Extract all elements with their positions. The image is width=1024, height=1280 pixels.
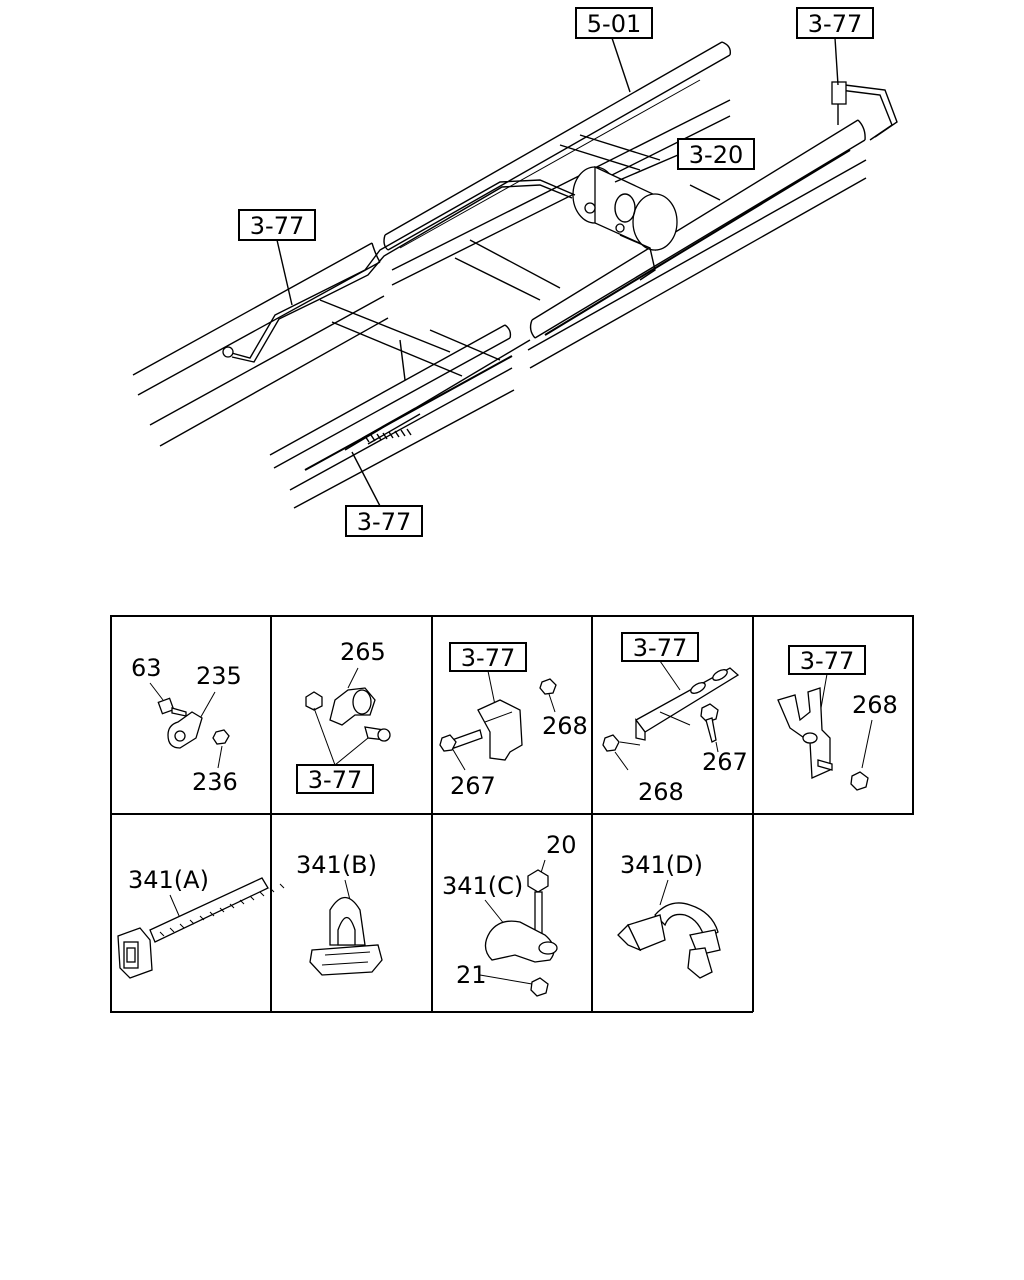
detail-ref-3-77-cell3: 3-77 — [461, 644, 515, 672]
detail-cell-7: 341(B) — [296, 851, 383, 976]
callout-3-77-left-label: 3-77 — [250, 212, 304, 240]
detail-ref-3-77-cell4: 3-77 — [633, 634, 687, 662]
detail-cell-3: 3-77 268 267 — [439, 642, 588, 800]
detail-cell-4: 3-77 267 268 — [602, 632, 748, 806]
detail-cell-2: 265 3-77 — [296, 638, 391, 794]
air-tank-drawing — [572, 165, 678, 252]
part-label-267-cell4: 267 — [702, 748, 748, 776]
part-label-268-cell5: 268 — [852, 691, 898, 719]
part-label-341a: 341(A) — [128, 866, 209, 894]
part-label-268-cell3: 268 — [542, 712, 588, 740]
part-label-341c: 341(C) — [442, 872, 523, 900]
part-label-268-cell4: 268 — [638, 778, 684, 806]
callout-3-77-bottom-label: 3-77 — [357, 508, 411, 536]
part-label-265: 265 — [340, 638, 386, 666]
part-label-20: 20 — [546, 831, 577, 859]
callout-3-20: 3-20 — [614, 138, 755, 183]
detail-cell-5: 3-77 268 — [777, 645, 898, 791]
callout-3-77-top-right-label: 3-77 — [808, 10, 862, 38]
detail-cell-1: 63 235 236 — [131, 654, 242, 796]
detail-ref-3-77-cell2: 3-77 — [308, 766, 362, 794]
part-label-63: 63 — [131, 654, 162, 682]
detail-cell-9: 341(D) — [617, 851, 721, 979]
detail-cell-6: 341(A) — [117, 866, 285, 979]
callout-5-01-label: 5-01 — [587, 10, 641, 38]
callout-3-77-top-right: 3-77 — [796, 7, 874, 86]
detail-cell-8: 341(C) 20 21 — [442, 831, 577, 997]
brake-pipes-drawing — [222, 81, 898, 451]
callout-5-01: 5-01 — [575, 7, 653, 93]
part-label-236: 236 — [192, 768, 238, 796]
part-label-235: 235 — [196, 662, 242, 690]
part-label-267-cell3: 267 — [450, 772, 496, 800]
callout-3-77-bottom: 3-77 — [345, 451, 423, 537]
detail-ref-3-77-cell5: 3-77 — [800, 647, 854, 675]
part-label-341b: 341(B) — [296, 851, 377, 879]
callout-3-20-label: 3-20 — [689, 141, 743, 169]
callout-3-77-left: 3-77 — [238, 209, 316, 306]
detail-grid — [110, 615, 914, 1013]
chassis-frame-drawing — [132, 41, 867, 509]
part-label-341d: 341(D) — [620, 851, 703, 879]
